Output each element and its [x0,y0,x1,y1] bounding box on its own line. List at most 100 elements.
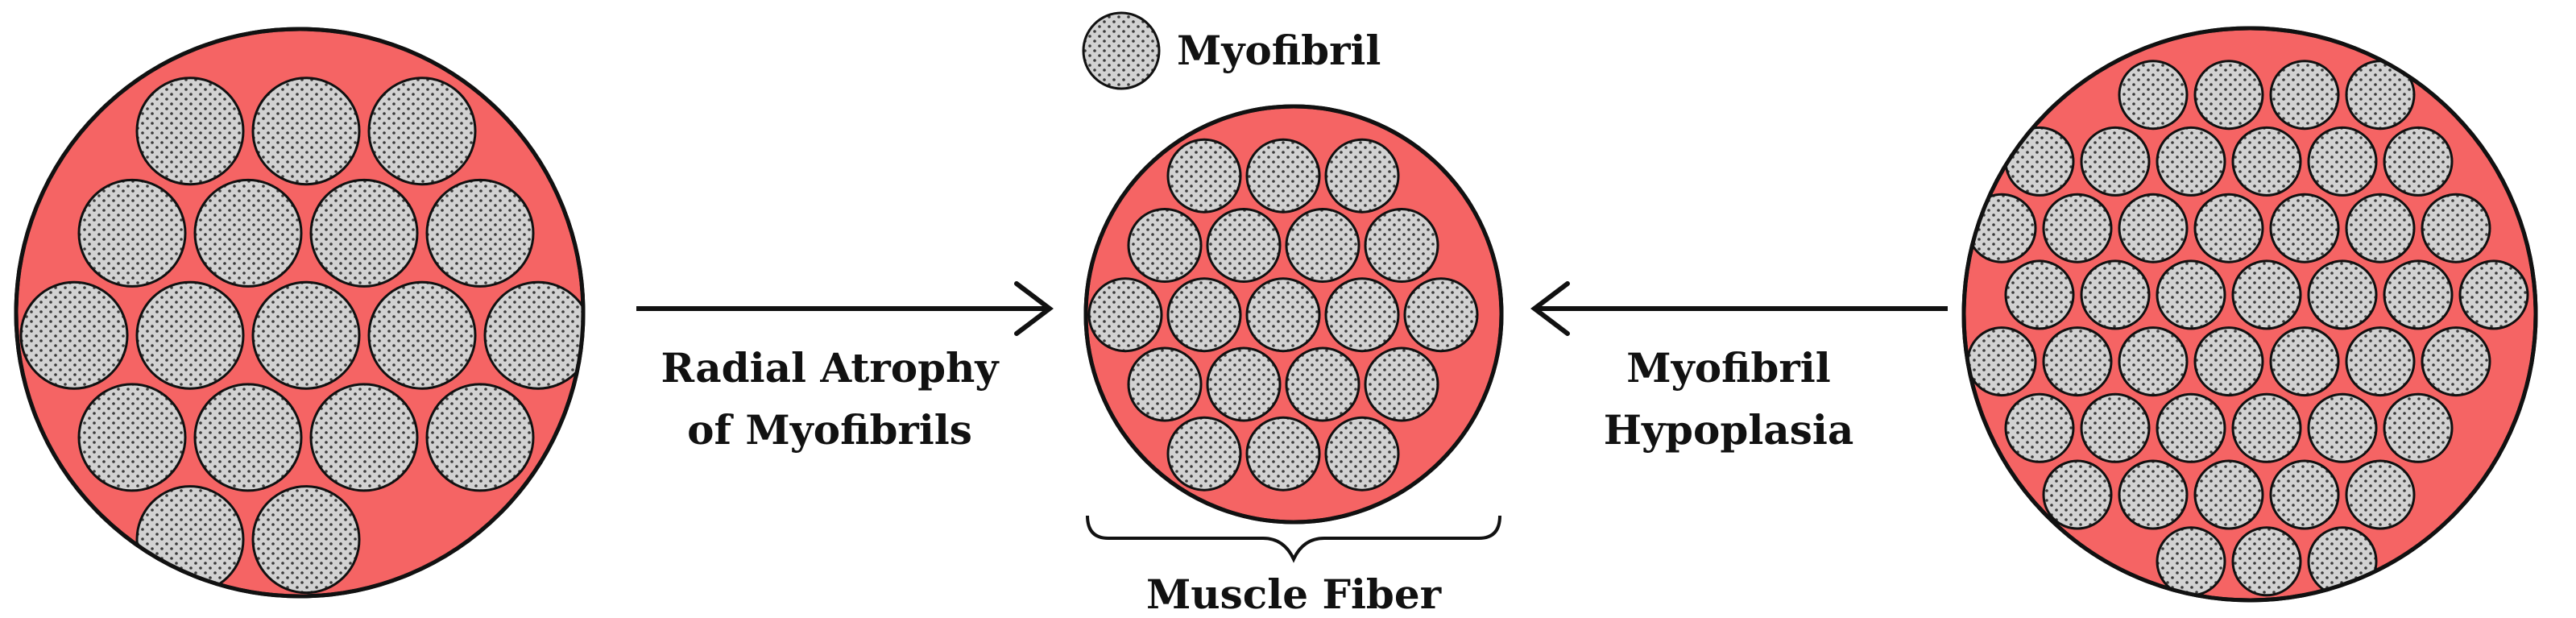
myofibril [2118,193,2189,263]
arrow-label-line1: Myofibril [1626,344,1830,392]
myofibril [1966,326,2037,397]
myofibril [2269,193,2340,263]
myofibril [309,178,419,288]
myofibril [1127,208,1203,283]
myofibril [2345,326,2416,397]
myofibril [2193,326,2264,397]
myofibril [251,280,361,390]
myofibril [2458,259,2529,330]
myofibril [2004,259,2075,330]
myofibril-group [1966,60,2529,597]
arrow-label-line2: Hypoplasia [1604,406,1854,454]
myofibril [2193,60,2264,131]
myofibril [2231,526,2302,597]
myofibril [251,485,361,595]
myofibril [1127,346,1203,422]
myofibril [2307,392,2378,463]
fiber-small-myofibrils [1961,26,2538,603]
fiber-border [1083,104,1504,525]
arrow-label-line2: of Myofibrils [687,406,972,454]
myofibril [135,485,245,595]
myofibril [1364,208,1439,283]
legend: Myofibril [1082,11,1381,90]
myofibril [251,77,361,186]
myofibril [77,178,187,288]
center-caption: Muscle Fiber [1146,570,1442,618]
myofibril [1206,208,1282,283]
myofibril [2269,60,2340,131]
arrow-myofibril-hypoplasia: Myofibril Hypoplasia [1530,281,1948,454]
myofibril [2231,392,2302,463]
fiber-normal [1083,104,1504,525]
myofibril [2118,60,2189,131]
myofibril [2156,126,2226,197]
myofibril [1087,277,1163,353]
myofibril [193,383,303,492]
myofibril [2156,526,2226,597]
myofibril [1166,277,1242,353]
myofibril [1285,346,1360,422]
myofibril [2421,326,2491,397]
myofibril [2231,126,2302,197]
myofibril [367,77,477,186]
myofibril [1285,208,1360,283]
fiber-border [1961,26,2538,603]
myofibril [2307,126,2378,197]
myofibril [193,178,303,288]
arrow-head [1530,281,1570,336]
myofibril [2156,392,2226,463]
myofibril-group [1087,138,1479,491]
myofibril [483,280,583,390]
myofibril [2004,126,2075,197]
arrow-label-line1: Radial Atrophy [661,344,1000,392]
myofibril [2269,326,2340,397]
arrow-radial-atrophy: Radial Atrophy of Myofibrils [636,281,1054,454]
myofibril [309,383,419,492]
myofibril [2118,326,2189,397]
myofibril [2383,392,2454,463]
myofibril [77,383,187,492]
myofibril [2042,459,2113,530]
myofibril [19,280,129,390]
myofibril [2231,259,2302,330]
myofibril [1206,346,1282,422]
myofibril [2307,259,2378,330]
myofibril [2421,193,2491,263]
fiber-border [14,27,586,599]
myofibril [2042,193,2113,263]
myofibril [2080,259,2151,330]
myofibril [425,383,535,492]
myofibril [1245,416,1321,491]
myofibril [2383,126,2454,197]
myofibril [2156,259,2226,330]
legend-myofibril-swatch [1082,11,1161,90]
fiber-large-myofibrils [14,27,586,599]
myofibril [1324,138,1400,214]
myofibril [1324,416,1400,491]
myofibril [2269,459,2340,530]
myofibril [1403,277,1479,353]
legend-label: Myofibril [1177,27,1381,74]
myofibril [135,77,245,186]
myofibril [1245,277,1321,353]
myofibril [2042,326,2113,397]
myofibril [2193,459,2264,530]
myofibril [1166,138,1242,214]
myofibril [2193,193,2264,263]
myofibril [1364,346,1439,422]
myofibril [2118,459,2189,530]
myofibril [2004,392,2075,463]
myofibril [425,178,535,288]
myofibril [2080,392,2151,463]
myofibril [135,280,245,390]
myofibril [367,280,477,390]
myofibril-group [19,77,583,595]
myofibril [2080,126,2151,197]
arrow-head [1014,281,1054,336]
myofibril [2383,259,2454,330]
myofibril [2345,193,2416,263]
myofibril [1324,277,1400,353]
myofibril [1245,138,1321,214]
myofibril [2345,459,2416,530]
